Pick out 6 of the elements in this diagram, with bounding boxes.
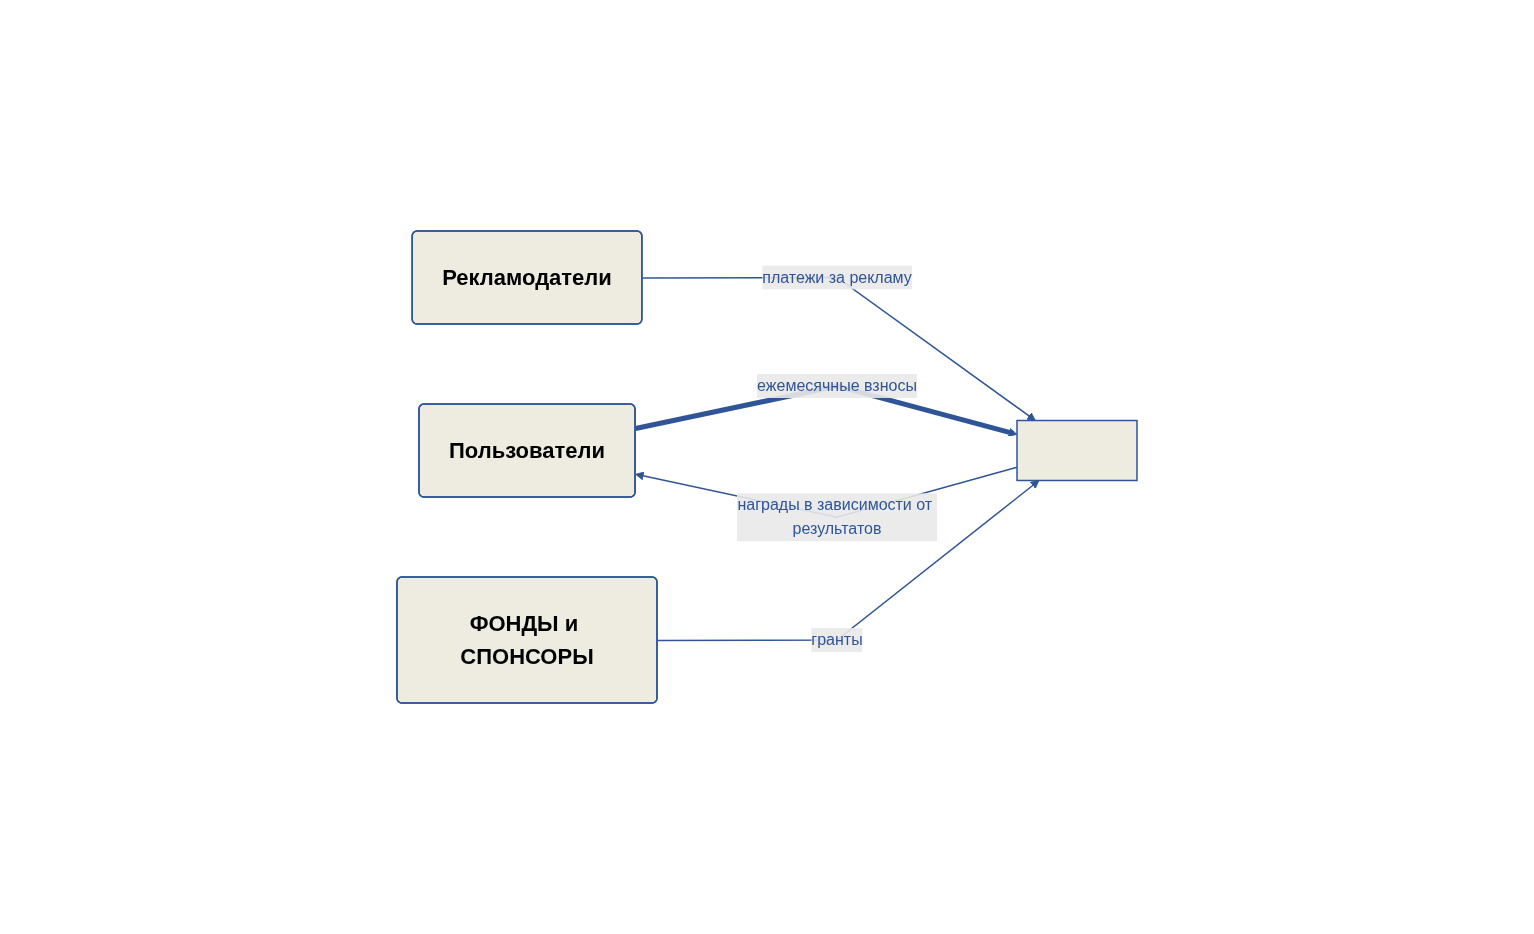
node-box: [1016, 419, 1138, 482]
arrow: [641, 276, 1036, 421]
edge-label: платежи за рекламу: [762, 268, 912, 286]
edge-label: ежемесячные взносы: [757, 377, 917, 394]
edge-label: гранты: [811, 631, 863, 648]
edge-label: награды в зависимости от результатов: [737, 496, 933, 538]
